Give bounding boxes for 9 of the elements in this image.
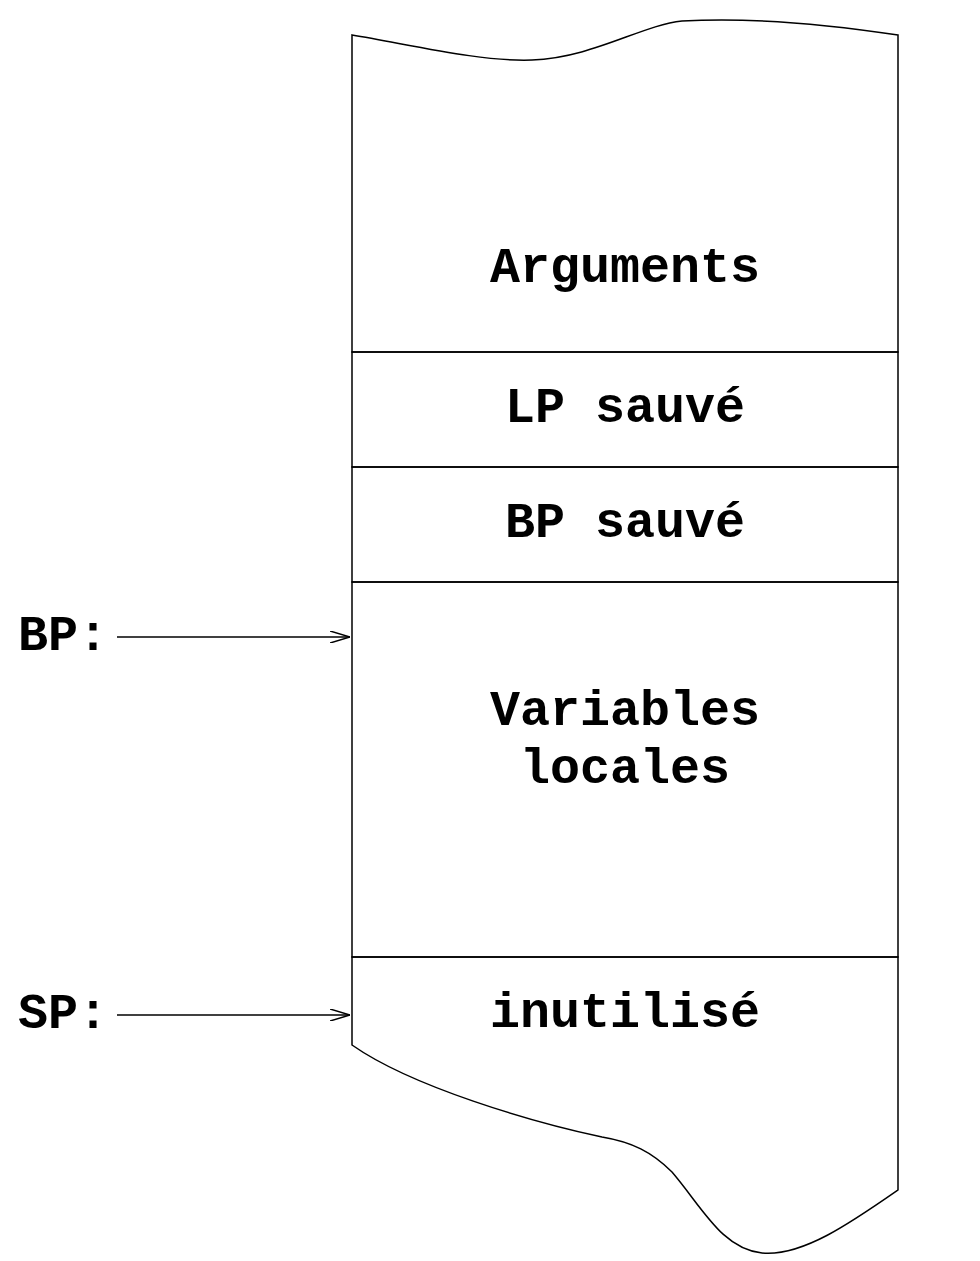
slot-label: inutilisé: [488, 985, 761, 1043]
slot-label: LP sauvé: [503, 380, 746, 438]
register-label: BP:: [18, 612, 113, 662]
slot-label: Arguments: [488, 240, 761, 298]
slot-label: BP sauvé: [503, 495, 746, 553]
slot-label: Variables locales: [488, 683, 761, 799]
arrow: [116, 630, 351, 644]
arrow: [116, 1008, 351, 1022]
register-label: SP:: [18, 990, 113, 1040]
